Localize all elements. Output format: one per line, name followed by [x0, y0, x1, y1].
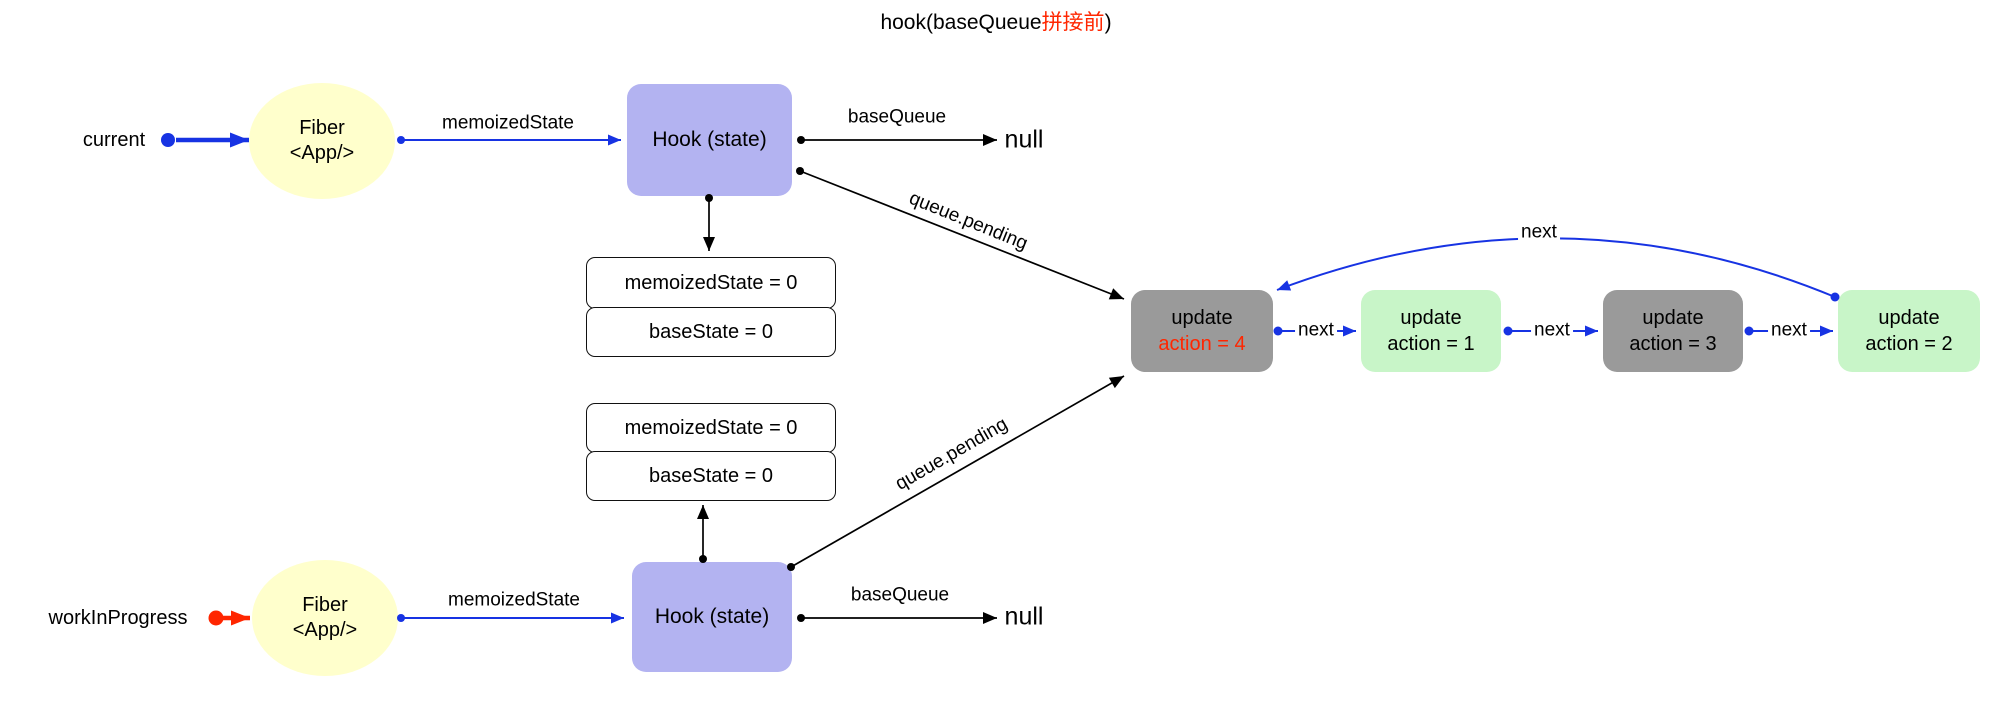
update-node-title: update [1171, 307, 1233, 329]
update-node-title: update [1878, 307, 1940, 329]
edge-basequeue-wip [797, 612, 997, 624]
state-box-memoizedstate-current: memoizedState = 0 [586, 257, 836, 309]
page-title: hook(baseQueue拼接前) [0, 6, 1992, 36]
state-box-basestate-wip: baseState = 0 [586, 451, 836, 501]
update-node-title: update [1400, 307, 1462, 329]
edge-queue-pending-current [796, 167, 1125, 300]
pointer-label-workinprogress: workInProgress [48, 607, 188, 629]
edge-hook-to-state-current [703, 194, 715, 251]
edge-label-next-1-3: next [1531, 320, 1573, 342]
update-node-action: action = 1 [1387, 333, 1475, 355]
edge-label-memoizedstate-current: memoizedState [441, 112, 575, 134]
edge-basequeue-current [797, 134, 997, 146]
edge-current-pointer [161, 132, 249, 148]
page-title-highlight: 拼接前 [1041, 11, 1105, 34]
page-title-prefix: hook(baseQueue [880, 11, 1042, 34]
edge-memoizedstate-current [397, 134, 621, 146]
update-node-action-1: update action = 1 [1361, 290, 1501, 372]
fiber-node-line1: Fiber [302, 594, 348, 616]
edge-hook-to-state-wip [697, 505, 709, 563]
hook-node-workinprogress: Hook (state) [632, 562, 792, 672]
null-value-wip: null [1004, 602, 1044, 631]
fiber-node-line2: <App/> [292, 619, 358, 641]
null-value-current: null [1004, 125, 1044, 154]
state-box-basestate-current: baseState = 0 [586, 307, 836, 357]
update-node-action-4: update action = 4 [1131, 290, 1273, 372]
update-node-action-3: update action = 3 [1603, 290, 1743, 372]
fiber-node-workinprogress: Fiber <App/> [252, 560, 398, 676]
edge-label-next-2-4: next [1518, 222, 1560, 244]
update-node-action: action = 4 [1158, 333, 1246, 355]
pointer-label-current: current [82, 129, 146, 151]
update-node-action: action = 3 [1629, 333, 1717, 355]
edge-memoizedstate-wip [397, 612, 624, 624]
fiber-node-line2: <App/> [289, 142, 355, 164]
edge-workinprogress-pointer [208, 610, 250, 626]
edge-next-2-4-curve [1276, 237, 1840, 302]
page-title-suffix: ) [1104, 11, 1112, 34]
edge-label-basequeue-wip: baseQueue [850, 584, 950, 606]
fiber-node-current: Fiber <App/> [249, 83, 395, 199]
update-node-action-2: update action = 2 [1838, 290, 1980, 372]
edge-label-next-4-1: next [1295, 320, 1337, 342]
edge-label-basequeue-current: baseQueue [847, 106, 947, 128]
fiber-node-line1: Fiber [299, 117, 345, 139]
edge-label-memoizedstate-wip: memoizedState [447, 589, 581, 611]
edge-label-next-3-2: next [1768, 320, 1810, 342]
edge-queue-pending-wip [787, 375, 1125, 571]
hook-node-current: Hook (state) [627, 84, 792, 196]
update-node-title: update [1642, 307, 1704, 329]
update-node-action: action = 2 [1865, 333, 1953, 355]
